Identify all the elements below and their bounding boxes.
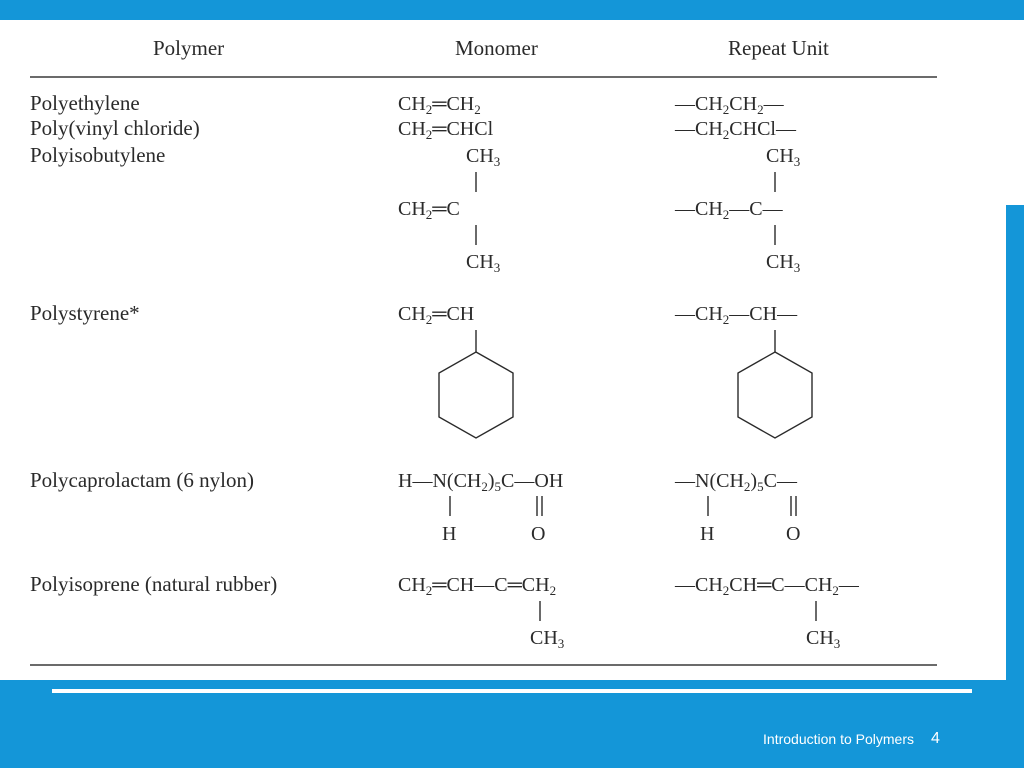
svg-text:CH2═CHCl: CH2═CHCl <box>398 118 494 142</box>
svg-text:CH3: CH3 <box>530 627 564 651</box>
svg-text:—N(CH2)5C—: —N(CH2)5C— <box>674 470 798 494</box>
polymer-name: Polyethylene <box>30 91 140 115</box>
benzene-ring-icon <box>438 351 514 439</box>
monomer-formula-polyethylene: CH2═CH2 <box>398 93 481 117</box>
repeat-unit-polyisoprene: —CH2CH═C—CH2— CH3 <box>674 574 860 651</box>
header-repeat-unit: Repeat Unit <box>728 36 829 60</box>
svg-text:CH2═C: CH2═C <box>398 198 460 222</box>
polymer-name: Polystyrene* <box>30 301 140 325</box>
scanned-table-image: Polymer Monomer Repeat Unit Polyethylene… <box>0 20 1006 680</box>
repeat-unit-polyisobutylene: CH3 —CH2—C— CH3 <box>674 145 800 275</box>
monomer-formula-pvc: CH2═CHCl <box>398 118 494 142</box>
repeat-unit-polystyrene: —CH2—CH— <box>674 303 813 439</box>
repeat-unit-nylon: —N(CH2)5C— H O <box>674 470 800 545</box>
svg-text:CH3: CH3 <box>466 145 500 169</box>
svg-text:—CH2—CH—: —CH2—CH— <box>674 303 798 327</box>
svg-text:CH3: CH3 <box>766 145 800 169</box>
header-monomer: Monomer <box>455 36 538 60</box>
polymer-name: Polycaprolactam (6 nylon) <box>30 468 254 492</box>
svg-text:CH2═CH—C═CH2: CH2═CH—C═CH2 <box>398 574 556 598</box>
svg-text:—CH2—C—: —CH2—C— <box>674 198 784 222</box>
svg-text:O: O <box>531 523 545 545</box>
repeat-unit-pvc: —CH2CHCl— <box>674 118 797 142</box>
footer-title: Introduction to Polymers <box>763 731 914 747</box>
svg-text:CH3: CH3 <box>766 251 800 275</box>
svg-text:O: O <box>786 523 800 545</box>
polymer-name: Poly(vinyl chloride) <box>30 116 200 140</box>
polymer-name: Polyisoprene (natural rubber) <box>30 572 277 596</box>
monomer-formula-polystyrene: CH2═CH <box>398 303 514 439</box>
page-number: 4 <box>931 730 940 747</box>
polymer-name: Polyisobutylene <box>30 143 165 167</box>
svg-text:CH3: CH3 <box>466 251 500 275</box>
monomer-formula-nylon: H—N(CH2)5C—OH H O <box>398 470 563 545</box>
svg-text:H: H <box>442 523 456 545</box>
svg-text:H: H <box>700 523 714 545</box>
repeat-unit-polyethylene: —CH2CH2— <box>674 93 785 117</box>
svg-text:CH3: CH3 <box>806 627 840 651</box>
footer-divider <box>52 689 972 693</box>
svg-text:CH2═CH: CH2═CH <box>398 303 474 327</box>
svg-text:—CH2CHCl—: —CH2CHCl— <box>674 118 797 142</box>
svg-text:—CH2CH2—: —CH2CH2— <box>674 93 785 117</box>
monomer-formula-polyisobutylene: CH3 CH2═C CH3 <box>398 145 500 275</box>
header-polymer: Polymer <box>153 36 224 60</box>
scan-edge <box>1006 20 1024 205</box>
monomer-formula-polyisoprene: CH2═CH—C═CH2 CH3 <box>398 574 564 651</box>
benzene-ring-icon <box>737 351 813 439</box>
svg-text:CH2═CH2: CH2═CH2 <box>398 93 481 117</box>
polymer-table: Polymer Monomer Repeat Unit Polyethylene… <box>30 36 937 666</box>
svg-text:—CH2CH═C—CH2—: —CH2CH═C—CH2— <box>674 574 860 598</box>
svg-text:H—N(CH2)5C—OH: H—N(CH2)5C—OH <box>398 470 563 494</box>
